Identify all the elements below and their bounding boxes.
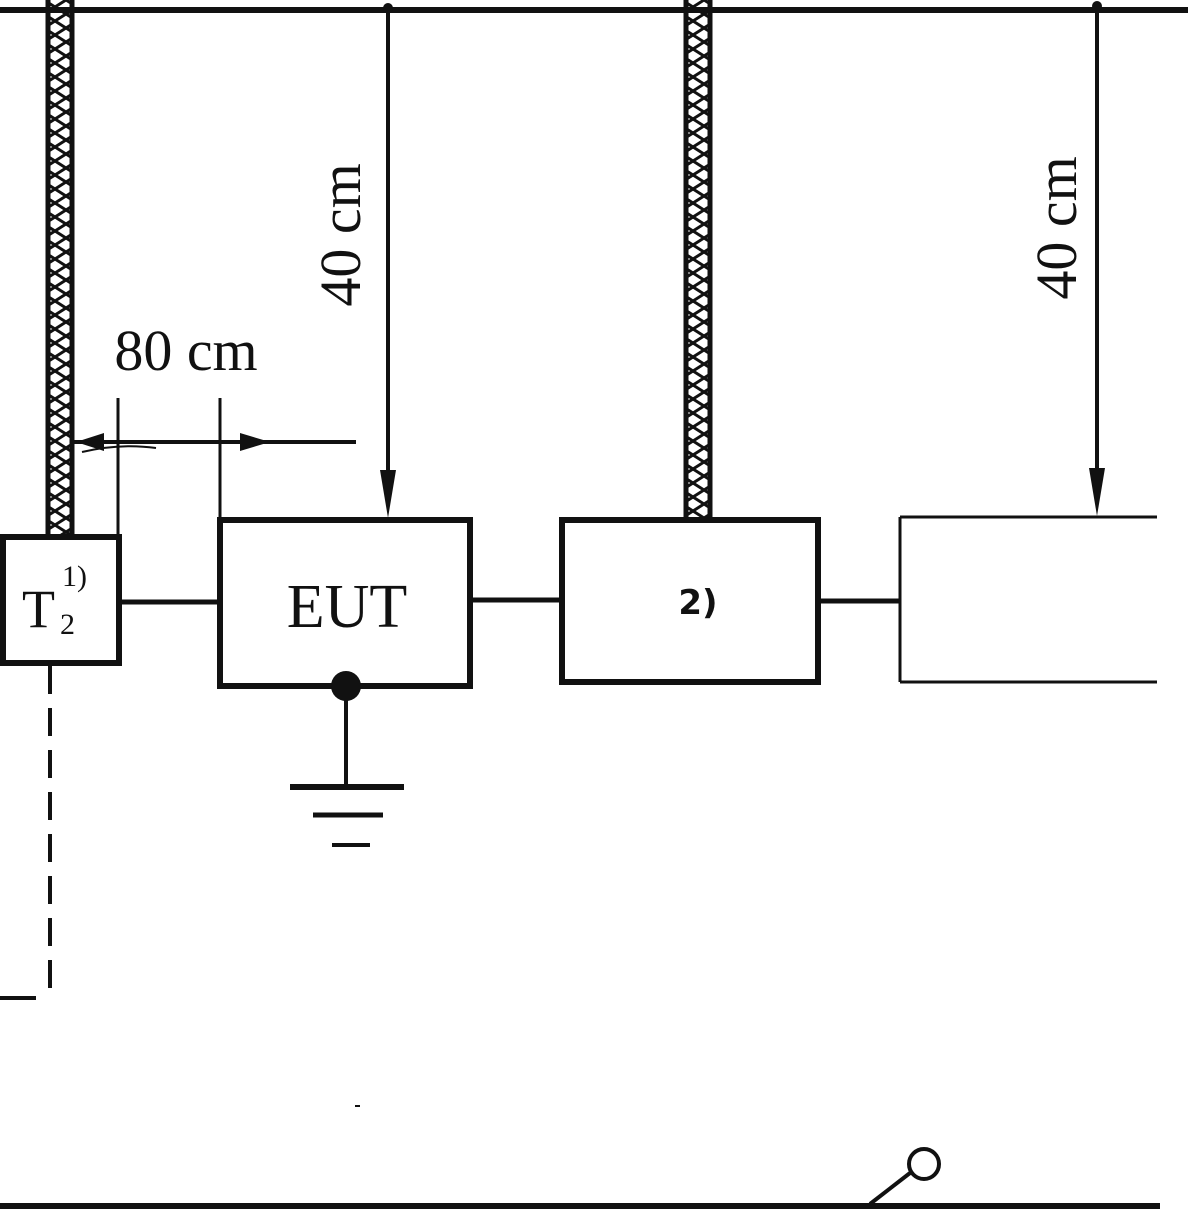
dimension-label-left-vertical: 40 cm xyxy=(308,163,373,306)
ground-symbol-icon xyxy=(290,671,404,847)
eut-box xyxy=(217,517,473,689)
eut-label: EUT xyxy=(287,573,408,641)
dimension-label-horizontal: 80 cm xyxy=(114,318,257,383)
t2-label: T xyxy=(22,579,55,639)
t2-note: 1) xyxy=(62,560,87,593)
t2-subscript: 2 xyxy=(60,608,75,641)
dashed-line-t2 xyxy=(0,666,52,1000)
middle-hatched-cable xyxy=(683,0,713,520)
left-hatched-cable xyxy=(45,0,75,535)
t2-box xyxy=(0,534,122,666)
right-box xyxy=(898,515,1157,684)
open-circle-terminal-icon xyxy=(868,1147,941,1206)
dimension-label-right-vertical: 40 cm xyxy=(1024,156,1089,299)
dimension-arrow-left-vertical xyxy=(380,3,396,518)
dimension-arrow-horizontal xyxy=(74,433,356,451)
auxiliary-box-2-note: 2) xyxy=(678,583,717,623)
dimension-arrow-right-vertical xyxy=(1089,1,1105,516)
dimension-arc-mark xyxy=(81,445,157,453)
